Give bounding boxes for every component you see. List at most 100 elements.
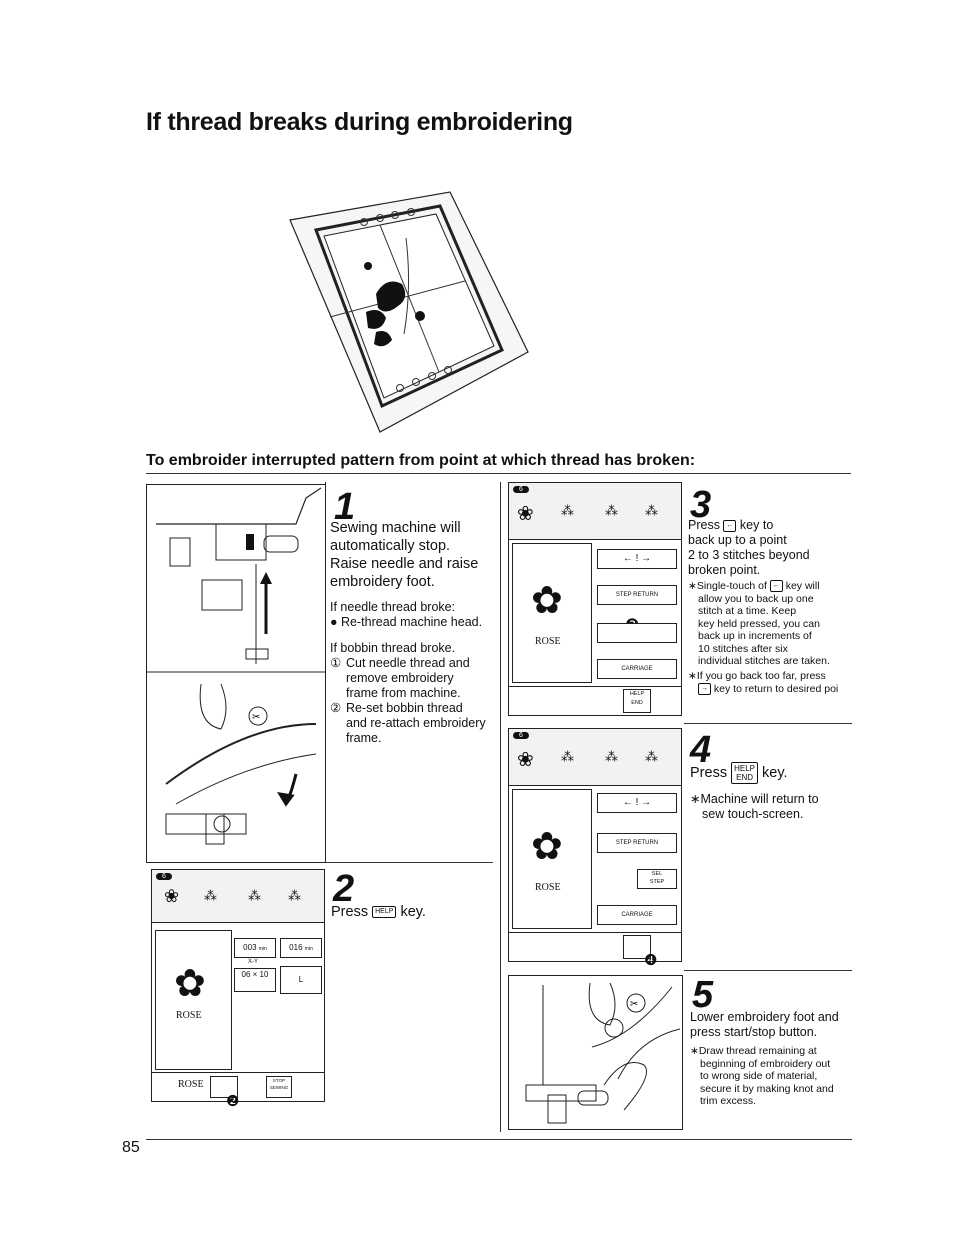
needle-heading: If needle thread broke: — [330, 600, 456, 614]
arrow-buttons[interactable]: ← ! → — [597, 549, 677, 569]
callout-2-icon: ❷ — [226, 1093, 240, 1110]
embroidery-frame-illustration — [289, 191, 529, 433]
text-line: individual stitches are taken. — [698, 655, 830, 667]
step-return-button[interactable]: STEP RETURN — [597, 833, 677, 853]
pattern-icon: ⁂ — [645, 503, 658, 518]
carriage-button[interactable]: CARRIAGE — [597, 905, 677, 925]
section-heading: To embroider interrupted pattern from po… — [146, 452, 696, 469]
text-line: press start/stop button. — [690, 1025, 818, 1039]
text-line: ∗Machine will return to — [690, 792, 819, 806]
text-line: stitch at a time. Keep — [698, 605, 797, 617]
text-line: ∗If you go back too far, press — [688, 670, 826, 682]
divider — [325, 862, 493, 863]
pattern-preview: ✿ ROSE — [512, 789, 592, 929]
pattern-strip: 6 ❀ ⁂ ⁂ ⁂ — [152, 870, 324, 923]
text-line: key held pressed, you can — [698, 617, 820, 630]
step-3-text: Press ← key to back up to a point 2 to 3… — [688, 518, 848, 578]
pattern-icon: ⁂ — [204, 888, 217, 903]
text-line: Re-set bobbin thread — [346, 701, 463, 715]
bobbin-heading: If bobbin thread broke. — [330, 641, 456, 655]
step-5-number: 5 — [692, 974, 714, 1016]
pattern-icon: ⁂ — [248, 888, 261, 903]
text-line: ∗Draw thread remaining at — [690, 1045, 817, 1057]
footer-rule — [146, 1139, 852, 1140]
pattern-icon: ⁂ — [561, 503, 574, 518]
pattern-icon: ⁂ — [605, 749, 618, 764]
text-line: Cut needle thread and — [346, 656, 470, 670]
start-stop-illustration: ✂ — [508, 975, 683, 1130]
help-button[interactable] — [210, 1076, 238, 1098]
rose-label: ROSE — [176, 1010, 202, 1021]
step-3-number: 3 — [690, 484, 712, 526]
pattern-preview: ✿ ROSE — [512, 543, 592, 683]
text-line: frame from machine. — [346, 686, 461, 700]
step-1-number: 1 — [334, 486, 356, 528]
text-line: allow you to back up one — [698, 592, 814, 605]
machine-illustration: ✂ — [146, 484, 326, 863]
pattern-preview: ✿ ROSE — [155, 930, 232, 1090]
stop-sewing-button[interactable]: STOP SEWING — [266, 1076, 292, 1098]
help-end-button[interactable] — [623, 935, 651, 959]
step-1-text: Sewing machine will automatically stop. … — [330, 519, 500, 591]
text-line: back up in increments of — [698, 630, 812, 642]
step-5-text: Lower embroidery foot and press start/st… — [690, 1010, 855, 1040]
screen-step3: 6 ❀ ⁂ ⁂ ⁂ ✿ ROSE ← ! → STEP RETURN ❸ CAR… — [508, 482, 682, 716]
step-4-number: 4 — [690, 729, 712, 771]
text-line: beginning of embroidery out — [700, 1057, 831, 1070]
back-arrow-key-icon: ← — [723, 519, 737, 532]
svg-text:✂: ✂ — [252, 712, 260, 723]
text-line: Press ← key to — [688, 518, 774, 532]
divider — [509, 932, 681, 933]
text-line: to wrong side of material, — [700, 1070, 818, 1082]
text-line: Sewing machine will — [330, 520, 461, 536]
text-line: ∗Single-touch of ← key will — [688, 580, 820, 593]
pattern-icon: ⁂ — [645, 749, 658, 764]
text-line: Raise needle and raise — [330, 556, 479, 572]
text-line: Lower embroidery foot and — [690, 1010, 839, 1024]
page-number: 85 — [122, 1139, 140, 1156]
step-return-button[interactable]: STEP RETURN — [597, 585, 677, 605]
l-display: L — [280, 966, 322, 994]
step-5-note: ∗Draw thread remaining at beginning of e… — [690, 1045, 855, 1108]
svg-text:✂: ✂ — [630, 999, 638, 1010]
step-3-note-2: ∗If you go back too far, press → key to … — [688, 670, 858, 695]
arrow-buttons[interactable]: ← ! → — [597, 793, 677, 813]
divider — [152, 1072, 324, 1073]
screen-step4: 6 ❀ ⁂ ⁂ ⁂ ✿ ROSE ← ! → STEP RETURN SEL S… — [508, 728, 682, 969]
bobbin-item: ① Cut needle thread and remove embroider… — [330, 656, 470, 700]
carriage-button[interactable]: CARRIAGE — [597, 659, 677, 679]
sel-step-button[interactable]: SEL STEP — [637, 869, 677, 889]
time-total: 016 min — [280, 938, 322, 958]
text-line: 2 to 3 stitches beyond — [688, 548, 810, 562]
help-key-icon: HELP — [372, 906, 397, 919]
column-rule — [500, 482, 501, 1132]
pattern-icon: ⁂ — [561, 749, 574, 764]
rose-pattern-icon: ✿ — [531, 580, 563, 622]
bobbin-item: ② Re-set bobbin thread and re-attach emb… — [330, 701, 486, 745]
pattern-icon: ⁂ — [288, 888, 301, 903]
rose-thumbnail-icon: ❀ — [517, 749, 534, 771]
screen-step2: 6 ❀ ⁂ ⁂ ⁂ ✿ ROSE ROSE 003 min 016 min X-… — [151, 869, 325, 1110]
text-line: → key to return to desired poi — [688, 683, 858, 696]
pattern-icon: ⁂ — [605, 503, 618, 518]
divider — [684, 970, 852, 971]
step-2-number: 2 — [333, 868, 355, 910]
text-line: and re-attach embroidery — [346, 716, 486, 730]
rose-thumbnail-icon: ❀ — [517, 503, 534, 525]
time-elapsed: 003 min — [234, 938, 276, 958]
pattern-strip: 6 ❀ ⁂ ⁂ ⁂ — [509, 729, 681, 786]
sel-step-button[interactable] — [597, 623, 677, 643]
step-3-note-1: ∗Single-touch of ← key will allow you to… — [688, 580, 856, 668]
text-line: secure it by making knot and — [700, 1082, 834, 1095]
help-end-button[interactable]: HELP END — [623, 689, 651, 713]
text-line: frame. — [346, 731, 382, 745]
step-4-note: ∗Machine will return to sew touch-screen… — [690, 792, 850, 822]
bobbin-thread-section: If bobbin thread broke. ① Cut needle thr… — [330, 641, 500, 746]
needle-thread-section: If needle thread broke: ● Re-thread mach… — [330, 600, 500, 630]
page-title: If thread breaks during embroidering — [146, 108, 573, 136]
xy-label: X-Y — [248, 959, 259, 965]
text-line: broken point. — [688, 563, 761, 577]
divider — [684, 723, 852, 724]
size-display: 06 × 10 — [234, 968, 276, 992]
